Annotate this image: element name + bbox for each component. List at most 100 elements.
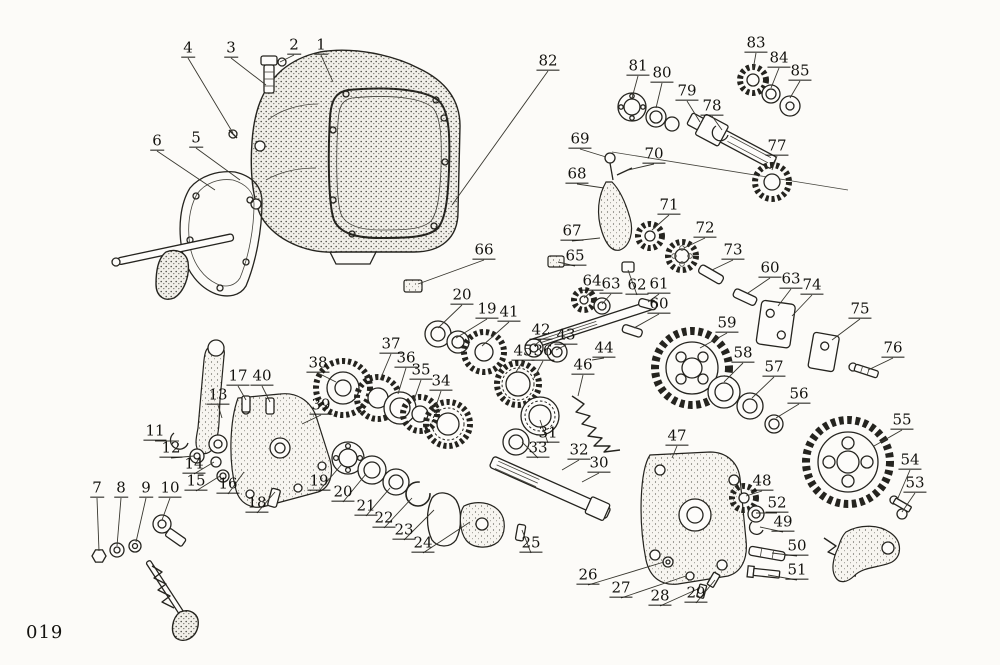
part-callout-42: 42 [529, 320, 553, 340]
screw-40 [265, 397, 275, 415]
part-callout-26: 26 [576, 565, 600, 585]
part-callout-80: 80 [650, 63, 674, 83]
part-callout-52: 52 [765, 493, 789, 513]
part-callout-32: 32 [567, 440, 591, 460]
part-callout-85: 85 [788, 61, 812, 81]
part-callout-58: 58 [731, 343, 755, 363]
circlip-22 [405, 481, 431, 507]
bracket-74-63 [755, 299, 796, 349]
part-callout-51: 51 [785, 560, 809, 580]
part-callout-10: 10 [158, 478, 182, 498]
bolt-51 [746, 565, 781, 579]
part-callout-36: 36 [394, 348, 418, 368]
part-callout-48: 48 [750, 471, 774, 491]
part-callout-21: 21 [354, 496, 378, 516]
circlip-49 [748, 521, 764, 535]
part-callout-5: 5 [189, 128, 203, 148]
part-callout-59: 59 [715, 313, 739, 333]
screw-18 [267, 487, 281, 508]
part-callout-56: 56 [787, 384, 811, 404]
part-callout-28: 28 [648, 586, 672, 606]
part-callout-78: 78 [700, 96, 724, 116]
washer-84 [761, 84, 781, 104]
part-callout-23: 23 [392, 520, 416, 540]
ring-20b [357, 455, 387, 485]
gasket-23 [426, 492, 462, 547]
part-callout-9: 9 [139, 478, 153, 498]
part-callout-19: 19 [475, 299, 499, 319]
shaft-axis-line [611, 151, 849, 191]
part-callout-81: 81 [626, 56, 650, 76]
part-callout-83: 83 [744, 33, 768, 53]
part-callout-24: 24 [411, 533, 435, 553]
circlip-78 [711, 125, 729, 142]
part-callout-76: 76 [881, 338, 905, 358]
part-callout-63: 63 [599, 274, 623, 294]
part-callout-1: 1 [314, 35, 328, 55]
pin-61 [637, 298, 658, 311]
part-callout-25: 25 [519, 533, 543, 553]
part-callout-61: 61 [647, 274, 671, 294]
nut-7 [91, 549, 107, 563]
part-callout-49: 49 [771, 512, 795, 532]
part-callout-46: 46 [571, 355, 595, 375]
screw-17 [241, 395, 251, 413]
ring-42 [524, 338, 544, 358]
gear-59 [651, 327, 733, 409]
pin-60 [732, 288, 758, 306]
part-callout-7: 7 [90, 478, 104, 498]
pin-60b [621, 324, 643, 338]
shift-arm-70 [616, 167, 633, 176]
gear-41 [461, 329, 507, 375]
sprocket-55 [802, 416, 894, 508]
part-callout-37: 37 [379, 334, 403, 354]
part-callout-64: 64 [580, 271, 604, 291]
part-callout-65: 65 [563, 246, 587, 266]
shaft-50 [748, 545, 786, 562]
part-callout-63: 63 [779, 269, 803, 289]
pin-73 [697, 264, 725, 285]
ring-33 [502, 428, 530, 456]
part-callout-3: 3 [224, 38, 238, 58]
pushrod-spring [145, 560, 199, 642]
part-callout-6: 6 [150, 131, 164, 151]
part-callout-27: 27 [609, 578, 633, 598]
ring-56 [764, 414, 784, 434]
bearing-81 [617, 92, 647, 122]
shift-lever-13 [195, 339, 228, 455]
part-callout-39: 39 [309, 395, 333, 415]
detent-block-66 [403, 279, 423, 293]
end-cap-24 [459, 502, 505, 548]
gear-34 [423, 399, 473, 449]
leader-lines [96, 52, 916, 607]
gear-83 [737, 64, 769, 96]
spring-46 [571, 395, 621, 453]
part-callout-14: 14 [182, 454, 206, 474]
part-callout-62: 62 [625, 275, 649, 295]
ring-85 [779, 95, 801, 117]
gear-45-36 [494, 360, 542, 408]
washer-26 [662, 556, 674, 568]
part-callout-29: 29 [684, 583, 708, 603]
gear-64 [571, 287, 597, 313]
part-callout-67: 67 [560, 221, 584, 241]
part-callout-20: 20 [450, 285, 474, 305]
side-cover-47 [640, 451, 747, 585]
output-shaft-30-32 [489, 456, 611, 521]
part-callout-71: 71 [657, 195, 681, 215]
synchro-hub-31 [520, 396, 560, 436]
part-callout-12: 12 [159, 438, 183, 458]
gearbox-housing [250, 49, 461, 265]
part-callout-77: 77 [765, 136, 789, 156]
part-callout-70: 70 [642, 144, 666, 164]
part-callout-74: 74 [800, 275, 824, 295]
part-callout-72: 72 [693, 218, 717, 238]
bolt-25 [514, 523, 527, 542]
part-callout-55: 55 [890, 410, 914, 430]
part-callout-68: 68 [565, 164, 589, 184]
part-callout-15: 15 [184, 471, 208, 491]
part-callout-40: 40 [250, 366, 274, 386]
ring-63a [593, 297, 611, 315]
washer-57 [736, 392, 764, 420]
